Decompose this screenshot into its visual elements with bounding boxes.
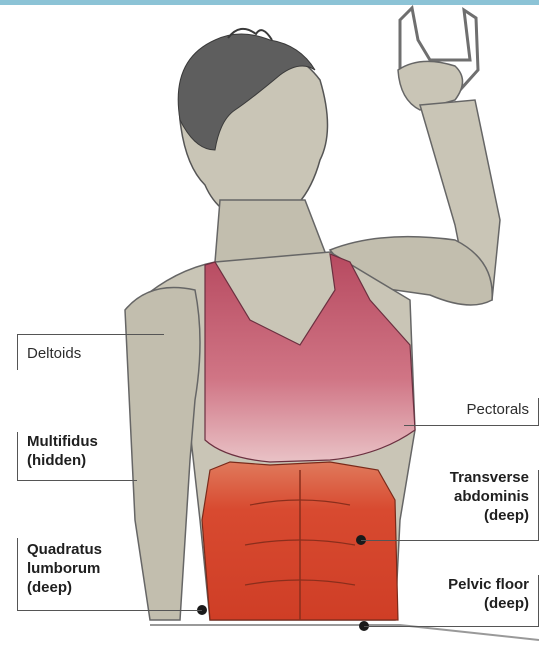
head (178, 29, 327, 225)
multifidus-leader-vertical (17, 432, 18, 480)
deltoids-leader (17, 334, 164, 335)
quadratus-label: Quadratus lumborum (deep) (27, 540, 102, 597)
seat (150, 625, 539, 640)
raised-arm (330, 8, 500, 305)
transverse-label: Transverse abdominis (deep) (450, 468, 529, 525)
quadratus-leader-vertical (17, 538, 18, 610)
transverse-leader (361, 540, 539, 541)
multifidus-label: Multifidus (hidden) (27, 432, 98, 470)
deltoids-leader-vertical (17, 334, 18, 370)
abdominal-muscles (202, 462, 398, 620)
pectorals-leader (404, 425, 539, 426)
pelvic-leader (364, 626, 539, 627)
deltoids-label: Deltoids (27, 344, 81, 363)
multifidus-leader (17, 480, 137, 481)
pectorals-label: Pectorals (466, 400, 529, 419)
pelvic-floor-label: Pelvic floor (deep) (448, 575, 529, 613)
quadratus-leader (17, 610, 202, 611)
